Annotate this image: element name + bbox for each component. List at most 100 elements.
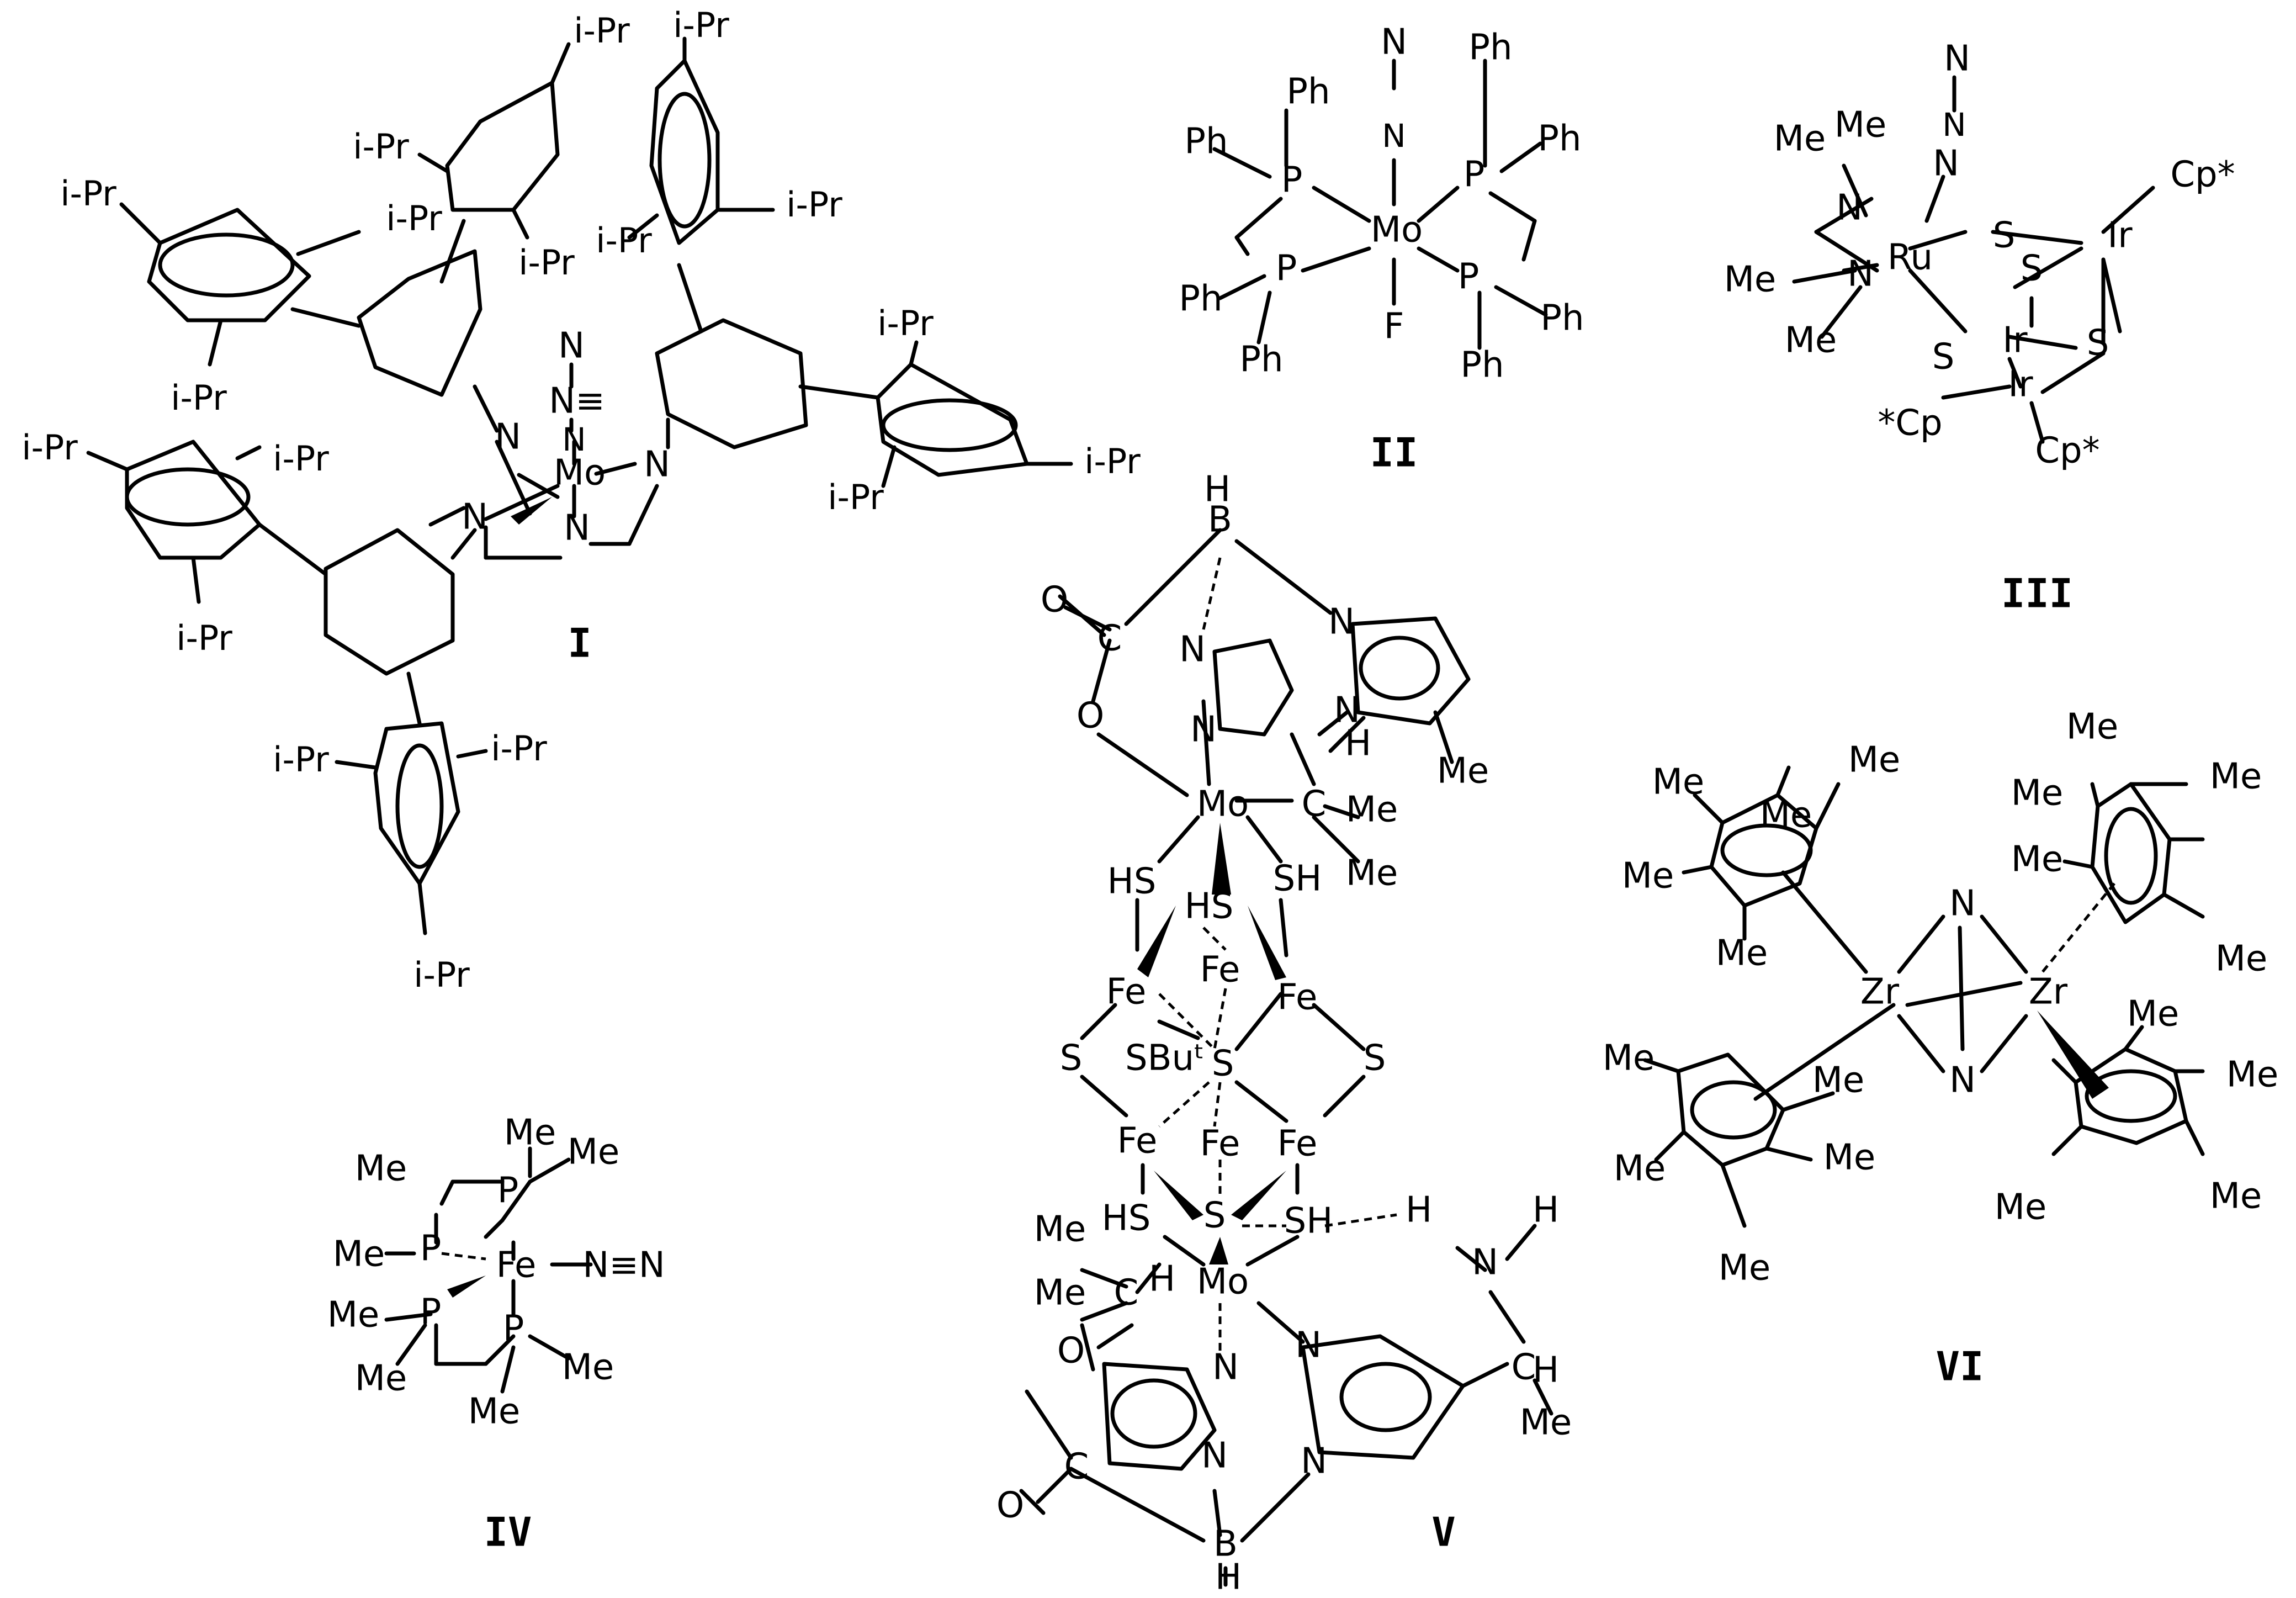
compound-VI: N N Zr Zr Me Me Me Me Me Me Me Me Me Me … [1603, 707, 2279, 1390]
me-label: Me [568, 1132, 620, 1173]
o-label: O [996, 1485, 1024, 1526]
n2-ligand: N≡N [582, 1245, 665, 1286]
atom-P: P [1276, 248, 1297, 289]
fe-label: Fe [1200, 950, 1240, 991]
ir-label: Ir [2008, 364, 2033, 405]
h-label: H [1149, 1259, 1175, 1300]
sh-label: SH [1273, 859, 1322, 899]
me-label: Me [2226, 1055, 2279, 1096]
ru-label: Ru [1887, 237, 1933, 278]
ipr-label: i-Pr [171, 378, 227, 418]
ph-label: Ph [1468, 28, 1512, 68]
ph-label: Ph [1537, 119, 1581, 160]
compound-label-I: I [568, 620, 591, 666]
c-label: C [1114, 1273, 1139, 1314]
mo-label: Mo [1197, 784, 1249, 825]
me-label: Me [2215, 939, 2268, 980]
b-label: B [1213, 1524, 1238, 1565]
me-label: Me [1520, 1403, 1572, 1443]
me-label: Me [1834, 105, 1887, 146]
me-label: Me [1034, 1273, 1086, 1314]
atom-N: N [562, 421, 586, 458]
me-label: Me [2210, 1176, 2262, 1217]
me-label: Me [1622, 856, 1674, 897]
me-label: Me [1716, 933, 1768, 974]
fe-label: Fe [1117, 1121, 1158, 1162]
zr-label: Zr [2029, 972, 2068, 1013]
h-label: H [1215, 1557, 1242, 1598]
compound-V: H B O C O N N N N Me H C Me Me Mo HS HS … [996, 469, 1572, 1598]
me-label: Me [1785, 320, 1837, 361]
compound-I: N N≡ N Mo N N N N [22, 5, 1141, 995]
atom-P: P [503, 1309, 524, 1350]
h-label: H [1406, 1190, 1432, 1231]
ipr-label: i-Pr [786, 184, 842, 225]
n2-n-top: N [1381, 22, 1407, 63]
ir-label: Ir [2107, 215, 2133, 256]
mo-label: Mo [1371, 210, 1423, 251]
fe-label: Fe [1277, 977, 1318, 1018]
ipr-label: i-Pr [596, 220, 652, 261]
o-label: O [1041, 580, 1068, 621]
fe-label: Fe [1200, 1124, 1240, 1165]
atom-S: S [1203, 1195, 1226, 1236]
me-label: Me [1437, 751, 1489, 792]
atom-S: S [1993, 215, 2016, 256]
c-label: C [1097, 618, 1122, 659]
atom-N: N [1472, 1242, 1498, 1283]
ipr-label: i-Pr [574, 10, 630, 51]
ipr-label: i-Pr [386, 198, 442, 239]
fe-label: Fe [1277, 1124, 1318, 1165]
atom-N: N [1328, 602, 1355, 643]
b-label: B [1208, 500, 1232, 541]
me-label: Me [1346, 853, 1398, 894]
atom-P: P [1463, 155, 1485, 195]
atom-P: P [497, 1171, 519, 1211]
ph-label: Ph [1239, 340, 1283, 380]
me-label: Me [1774, 119, 1826, 160]
me-label: Me [1995, 1187, 2047, 1228]
me-label: Me [1034, 1209, 1086, 1250]
me-label: Me [1760, 795, 1812, 836]
compound-II: N N Mo F P P P P Ph Ph Ph Ph Ph Ph Ph Ph… [1179, 22, 1584, 476]
compound-IV: Me Me Me P P Me Fe N≡N P P Me Me Me Me I… [327, 1113, 665, 1555]
compound-label-III: III [2001, 570, 2073, 617]
me-label: Me [468, 1391, 521, 1432]
atom-S: S [2087, 323, 2109, 364]
me-label: Me [1823, 1137, 1876, 1178]
me-label: Me [562, 1347, 614, 1388]
ph-label: Ph [1286, 72, 1330, 113]
me-label: Me [1346, 790, 1398, 830]
me-label: Me [1719, 1248, 1771, 1289]
h-label: H [1533, 1350, 1559, 1391]
ipr-label: i-Pr [518, 242, 575, 283]
sbut-label: SBuᵗ [1125, 1038, 1205, 1079]
fe-label: Fe [1106, 972, 1147, 1013]
me-label: Me [1812, 1060, 1865, 1101]
atom-P: P [1281, 160, 1303, 201]
o-label: O [1077, 696, 1104, 737]
ph-label: Ph [1460, 345, 1504, 386]
compound-label-IV: IV [484, 1509, 532, 1555]
n2-triple: N [1942, 106, 1966, 144]
me-label: Me [2210, 756, 2262, 797]
zr-label: Zr [1860, 972, 1900, 1013]
h-label: H [1345, 723, 1371, 764]
me-label: Me [2066, 707, 2119, 748]
me-label: Me [2011, 773, 2064, 814]
fe-label: Fe [496, 1245, 537, 1286]
atom-N: N [1949, 883, 1976, 924]
atom-N: N [1949, 1060, 1976, 1101]
compound-label-VI: VI [1936, 1343, 1984, 1390]
atom-N: N [1847, 254, 1874, 295]
sh-label: SH [1284, 1201, 1333, 1242]
cp-star-label: *Cp [1878, 403, 1942, 444]
me-label: Me [1848, 740, 1901, 781]
ipr-label: i-Pr [1084, 441, 1141, 481]
atom-P: P [1458, 257, 1480, 298]
me-label: Me [504, 1113, 556, 1153]
atom-S: S [1212, 1044, 1234, 1084]
ipr-label: i-Pr [273, 739, 329, 780]
h-label: H [1204, 469, 1231, 510]
